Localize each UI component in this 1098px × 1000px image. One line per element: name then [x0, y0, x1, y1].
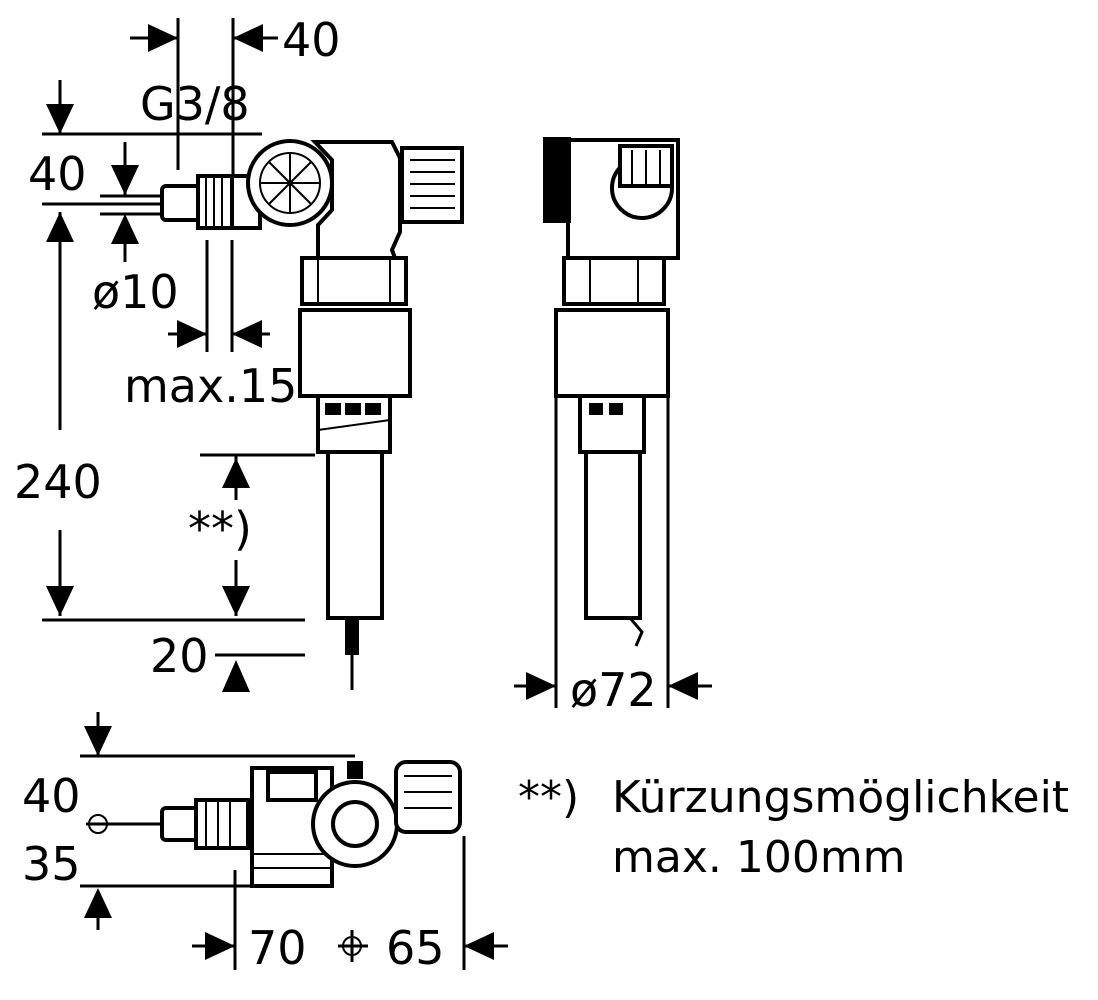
label-plan-35: 35 — [22, 837, 81, 891]
dim-shortening: **) — [188, 453, 315, 616]
label-plan-40: 40 — [22, 769, 81, 823]
label-dia-72: ø72 — [570, 663, 657, 717]
valve-body-side — [160, 139, 464, 690]
label-bottom-20: 20 — [150, 629, 209, 683]
label-plan-65: 65 — [386, 921, 445, 975]
label-plan-70: 70 — [248, 921, 307, 975]
dim-plan-40-35: 40 35 — [22, 712, 355, 930]
label-thread: G3/8 — [140, 77, 250, 131]
dim-top-40: 40 — [130, 13, 341, 175]
label-inlet-40: 40 — [28, 147, 87, 201]
dim-plan-70-65: 70 65 — [192, 836, 508, 975]
note-marker: **) — [518, 772, 579, 823]
note-line2: max. 100mm — [612, 832, 906, 883]
dim-dia-10: ø10 — [92, 142, 179, 319]
front-view: ø72 — [514, 137, 712, 717]
label-height-240: 240 — [14, 455, 102, 509]
plan-view: 40 35 70 — [22, 712, 508, 975]
label-shortening: **) — [188, 502, 252, 556]
dim-inlet-40: 40 — [28, 80, 262, 206]
dim-bottom-20: 20 — [150, 629, 305, 692]
shortening-note: **) Kürzungsmöglichkeit max. 100mm — [518, 772, 1069, 883]
side-view: 40 G3/8 40 ø10 max — [14, 13, 464, 692]
dim-max-15: max.15 — [124, 240, 297, 413]
label-dia-10: ø10 — [92, 265, 179, 319]
note-line1: Kürzungsmöglichkeit — [612, 772, 1069, 823]
dim-dia-72: ø72 — [514, 396, 712, 717]
label-top-40: 40 — [282, 13, 341, 67]
label-max-15: max.15 — [124, 359, 297, 413]
dim-height-240: 240 — [14, 212, 305, 622]
